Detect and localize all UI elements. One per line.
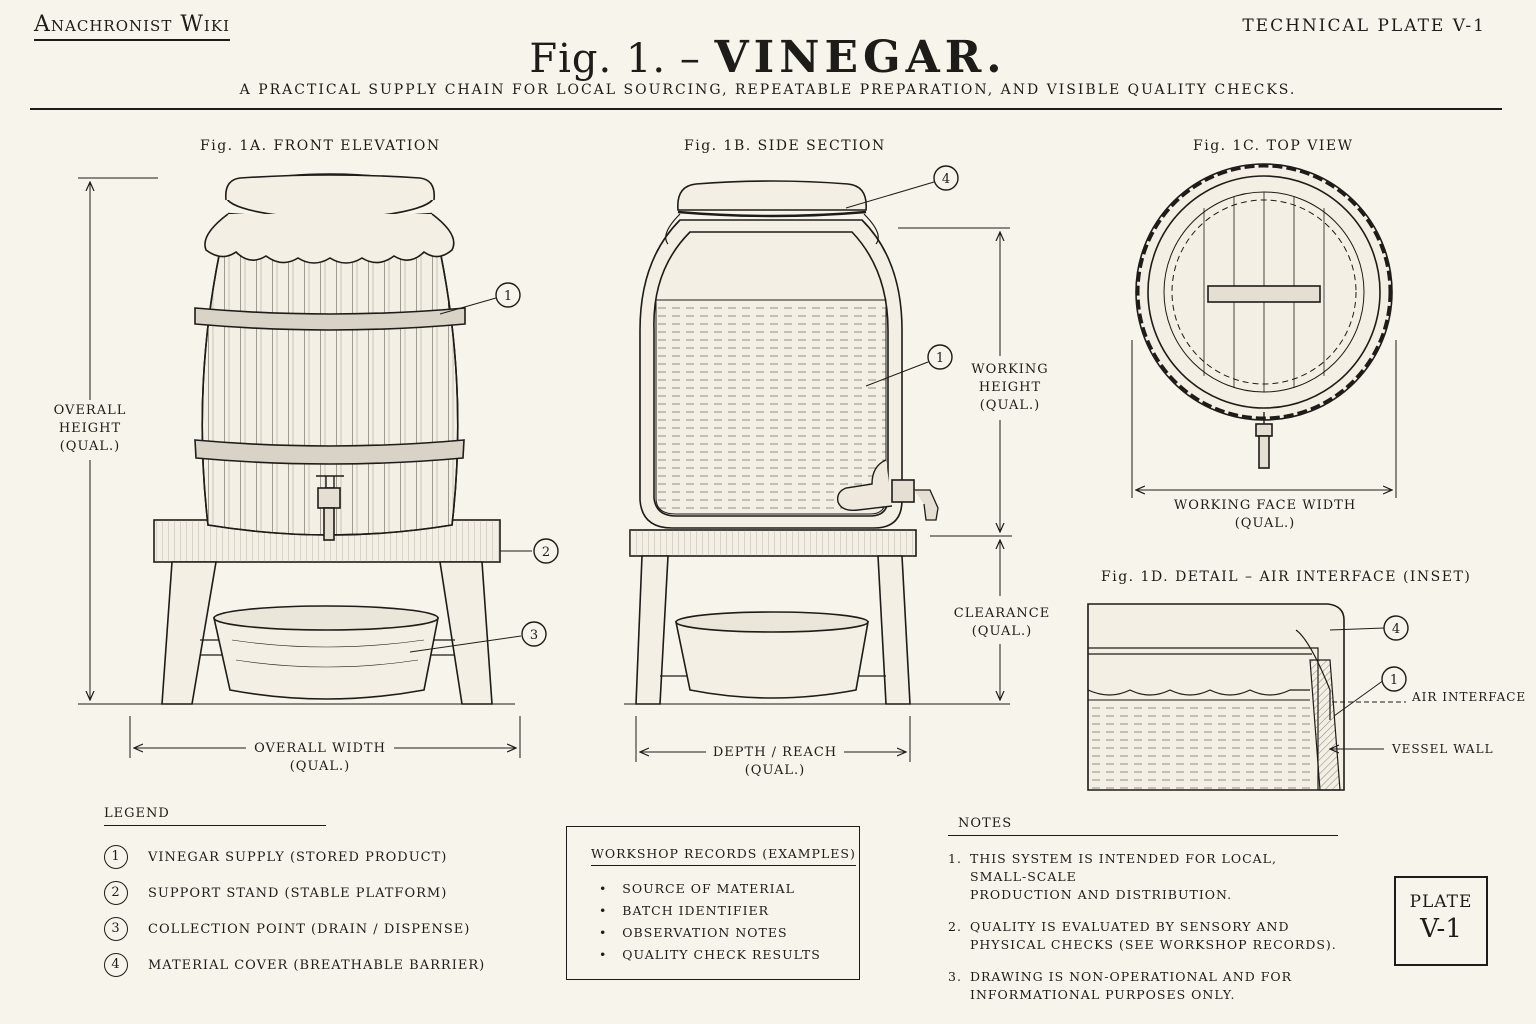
fig1d-wall-label: VESSEL WALL [1392, 742, 1494, 756]
callout-1b-1: 1 [927, 344, 953, 370]
fig1b-working-height-label: WORKING HEIGHT (QUAL.) [971, 362, 1049, 413]
plate-id: V-1 [1420, 914, 1462, 944]
svg-text:1: 1 [504, 289, 512, 304]
callout-1a-3: 3 [521, 621, 547, 647]
fig1c-caption: Fig. 1C. TOP VIEW [1193, 138, 1354, 154]
fig1c-width-label: WORKING FACE WIDTH (QUAL.) [1173, 498, 1357, 531]
callout-1d-1: 1 [1381, 666, 1407, 692]
svg-text:1: 1 [1390, 673, 1398, 688]
title-prefix: Fig. 1. – [529, 36, 715, 82]
fig1a-height-label: OVERALL HEIGHT (QUAL.) [53, 403, 127, 454]
notes-rule [948, 835, 1338, 836]
plate-box: PLATE V-1 [1394, 876, 1488, 966]
workshop-records-box: WORKSHOP RECORDS (EXAMPLES) • SOURCE OF … [566, 826, 860, 980]
legend-item: 2 SUPPORT STAND (STABLE PLATFORM) [104, 881, 485, 905]
legend-label: MATERIAL COVER (BREATHABLE BARRIER) [148, 957, 486, 973]
legend-item: 4 MATERIAL COVER (BREATHABLE BARRIER) [104, 953, 485, 977]
records-item: • OBSERVATION NOTES [599, 925, 788, 940]
legend-label: COLLECTION POINT (DRAIN / DISPENSE) [148, 921, 471, 937]
svg-text:1: 1 [936, 351, 944, 366]
svg-text:2: 2 [542, 545, 550, 560]
legend-title: LEGEND [104, 806, 170, 821]
notes: NOTES 1. THIS SYSTEM IS INTENDED FOR LOC… [948, 816, 1338, 1004]
fig1a-caption: Fig. 1A. FRONT ELEVATION [200, 138, 441, 154]
legend-label: SUPPORT STAND (STABLE PLATFORM) [148, 885, 448, 901]
records-item: • SOURCE OF MATERIAL [599, 881, 795, 896]
fig1b-caption: Fig. 1B. SIDE SECTION [684, 138, 886, 154]
callout-1b-4: 4 [933, 165, 959, 191]
legend-num: 4 [104, 953, 128, 977]
page-title: Fig. 1. – VINEGAR. [0, 32, 1536, 83]
legend-label: VINEGAR SUPPLY (STORED PRODUCT) [148, 849, 448, 865]
legend-list: 1 VINEGAR SUPPLY (STORED PRODUCT) 2 SUPP… [104, 845, 485, 977]
fig1c-drawing [1131, 163, 1397, 498]
legend-num: 2 [104, 881, 128, 905]
records-title: WORKSHOP RECORDS (EXAMPLES) [591, 846, 856, 866]
site-name[interactable]: Anachronist Wiki [34, 12, 230, 41]
legend-num: 1 [104, 845, 128, 869]
page-subtitle: A PRACTICAL SUPPLY CHAIN FOR LOCAL SOURC… [239, 82, 1297, 98]
legend: LEGEND [104, 806, 326, 826]
fig1d-drawing [1087, 603, 1406, 791]
svg-text:4: 4 [942, 172, 950, 187]
records-item: • BATCH IDENTIFIER [599, 903, 770, 918]
fig1b-drawing [624, 180, 1012, 762]
plate-label-small: PLATE [1409, 892, 1473, 912]
svg-text:4: 4 [1392, 622, 1400, 637]
callout-1a-1: 1 [495, 282, 521, 308]
plate-label: TECHNICAL PLATE V-1 [1242, 16, 1486, 36]
fig1b-clearance-label: CLEARANCE (QUAL.) [953, 606, 1051, 639]
records-item: • QUALITY CHECK RESULTS [599, 947, 821, 962]
callout-1a-2: 2 [533, 538, 559, 564]
header-rule [30, 108, 1502, 110]
legend-item: 3 COLLECTION POINT (DRAIN / DISPENSE) [104, 917, 485, 941]
notes-title: NOTES [958, 816, 1013, 831]
fig1a-drawing [78, 173, 532, 758]
legend-rule [104, 825, 326, 826]
fig1d-caption: Fig. 1D. DETAIL – AIR INTERFACE (INSET) [1101, 569, 1472, 585]
callout-1d-4: 4 [1383, 615, 1409, 641]
title-main: VINEGAR. [714, 32, 1007, 83]
legend-item: 1 VINEGAR SUPPLY (STORED PRODUCT) [104, 845, 485, 869]
svg-text:3: 3 [530, 628, 538, 643]
fig1d-air-label: AIR INTERFACE [1412, 690, 1527, 704]
note-item: 1. THIS SYSTEM IS INTENDED FOR LOCAL, SM… [948, 851, 1277, 902]
legend-num: 3 [104, 917, 128, 941]
fig1a-width-label: OVERALL WIDTH (QUAL.) [254, 741, 386, 774]
fig1b-depth-label: DEPTH / REACH (QUAL.) [712, 745, 838, 778]
